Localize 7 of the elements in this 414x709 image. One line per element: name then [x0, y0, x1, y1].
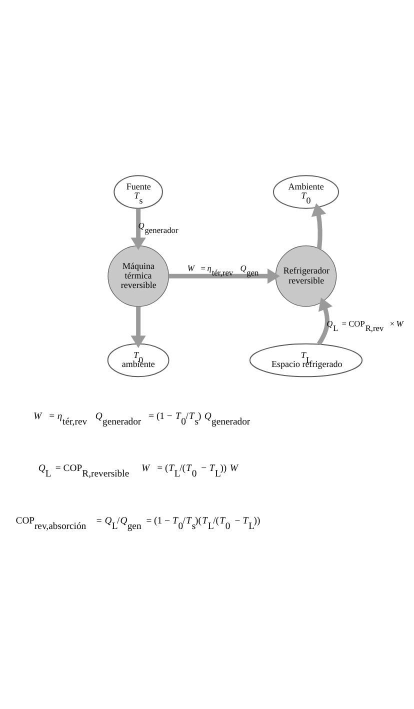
arrow	[130, 208, 146, 250]
arrow	[168, 268, 280, 284]
arrow	[311, 203, 326, 249]
node-circle: Máquina térmica reversible	[108, 246, 169, 307]
arrow	[317, 298, 333, 346]
arrow	[130, 306, 146, 348]
node-circle: Refrigerador reversible	[275, 246, 337, 307]
